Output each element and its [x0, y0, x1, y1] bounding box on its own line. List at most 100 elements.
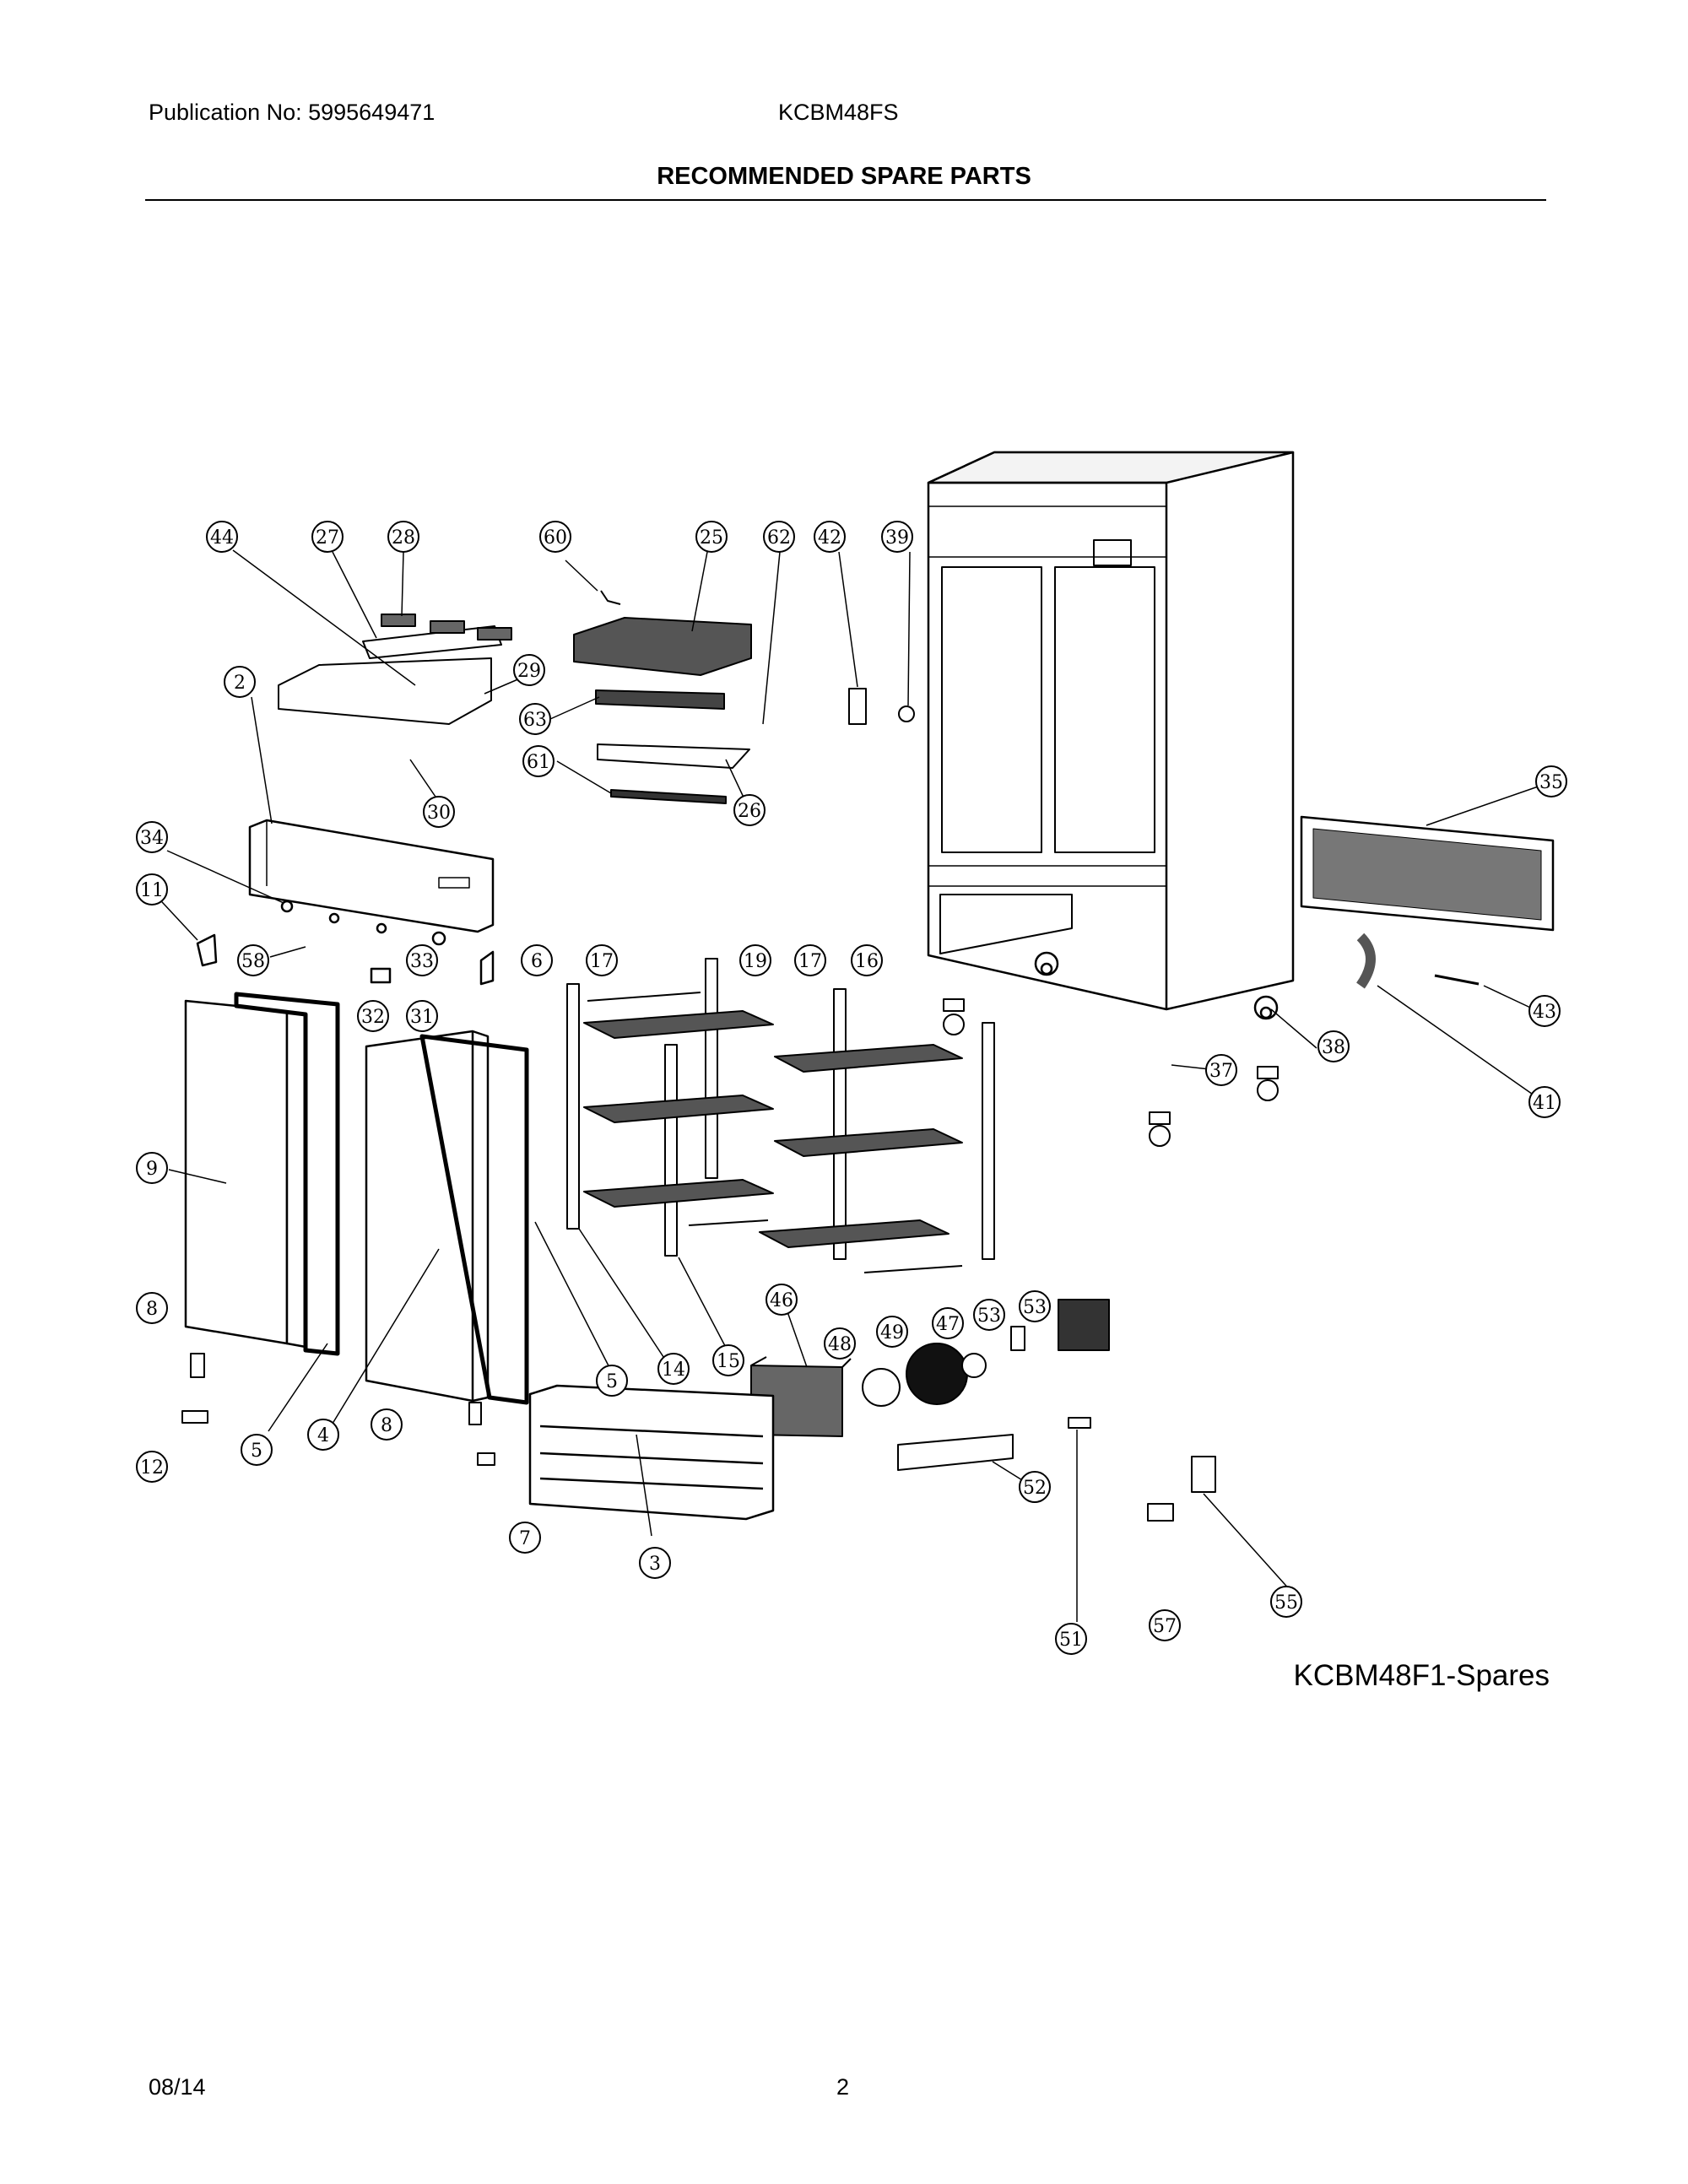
callout-53: 53 — [973, 1299, 1005, 1331]
svg-text:17: 17 — [590, 951, 614, 972]
svg-text:39: 39 — [885, 527, 909, 549]
svg-text:52: 52 — [1023, 1478, 1047, 1499]
svg-text:25: 25 — [700, 527, 723, 549]
svg-text:28: 28 — [392, 527, 415, 549]
callout-51: 51 — [1055, 1623, 1087, 1655]
callout-4: 4 — [307, 1419, 339, 1451]
callout-16: 16 — [851, 944, 883, 976]
callout-32: 32 — [357, 1000, 389, 1032]
callout-55: 55 — [1270, 1586, 1302, 1618]
publication-number: Publication No: 5995649471 — [149, 100, 436, 125]
callout-30: 30 — [423, 796, 455, 828]
callout-31: 31 — [406, 1000, 438, 1032]
svg-text:8: 8 — [381, 1415, 392, 1436]
callout-33: 33 — [406, 944, 438, 976]
part-callouts: 44 27 28 60 25 62 42 39 2 29 63 61 26 30… — [136, 521, 1567, 1655]
svg-text:8: 8 — [146, 1299, 158, 1320]
callout-3: 3 — [639, 1547, 671, 1579]
svg-text:29: 29 — [517, 661, 541, 682]
svg-text:5: 5 — [606, 1371, 618, 1392]
callout-63: 63 — [519, 703, 551, 735]
callout-44: 44 — [206, 521, 238, 553]
svg-text:46: 46 — [770, 1290, 793, 1311]
svg-text:61: 61 — [527, 752, 550, 773]
svg-text:7: 7 — [519, 1528, 531, 1549]
callout-11: 11 — [136, 873, 168, 905]
callout-8: 8 — [136, 1292, 168, 1324]
diagram-name: KCBM48F1-Spares — [1293, 1659, 1550, 1692]
front-louvre-panel — [528, 1384, 775, 1521]
callout-9: 9 — [136, 1152, 168, 1184]
callout-15: 15 — [712, 1344, 744, 1376]
svg-text:53: 53 — [977, 1306, 1001, 1327]
callout-5: 5 — [596, 1365, 628, 1397]
callout-42: 42 — [814, 521, 846, 553]
callout-37: 37 — [1205, 1054, 1237, 1086]
svg-text:16: 16 — [855, 951, 879, 972]
callout-58: 58 — [237, 944, 269, 976]
page-title: RECOMMENDED SPARE PARTS — [657, 163, 1031, 190]
svg-text:62: 62 — [767, 527, 791, 549]
svg-text:26: 26 — [738, 801, 761, 822]
svg-text:17: 17 — [798, 951, 822, 972]
svg-text:6: 6 — [531, 951, 543, 972]
callout-48: 48 — [824, 1327, 856, 1360]
condensing-unit — [750, 1299, 1110, 1471]
svg-text:12: 12 — [140, 1457, 164, 1479]
callout-41: 41 — [1528, 1086, 1561, 1118]
svg-text:37: 37 — [1209, 1061, 1233, 1082]
svg-text:30: 30 — [427, 803, 451, 824]
svg-text:5: 5 — [251, 1441, 262, 1462]
svg-text:14: 14 — [662, 1360, 685, 1381]
leader-lines — [151, 549, 1549, 1622]
svg-text:31: 31 — [410, 1007, 434, 1028]
svg-text:19: 19 — [744, 951, 767, 972]
model-number: KCBM48FS — [778, 100, 899, 125]
callout-17b: 17 — [794, 944, 826, 976]
svg-text:63: 63 — [523, 710, 547, 731]
callout-26: 26 — [733, 794, 766, 826]
evaporator-assembly — [278, 590, 915, 804]
rear-grille — [1300, 815, 1555, 932]
svg-text:41: 41 — [1533, 1093, 1556, 1114]
callout-19: 19 — [739, 944, 771, 976]
svg-text:44: 44 — [210, 527, 234, 549]
svg-text:57: 57 — [1153, 1616, 1177, 1637]
callout-52: 52 — [1019, 1471, 1051, 1503]
callout-62: 62 — [763, 521, 795, 553]
casters — [943, 998, 1279, 1147]
svg-text:3: 3 — [649, 1554, 661, 1575]
svg-text:33: 33 — [410, 951, 434, 972]
callout-8b: 8 — [371, 1408, 403, 1441]
callout-27: 27 — [311, 521, 344, 553]
svg-text:11: 11 — [140, 880, 164, 901]
svg-text:15: 15 — [717, 1351, 740, 1372]
svg-text:53: 53 — [1023, 1297, 1047, 1318]
callout-38: 38 — [1317, 1030, 1350, 1062]
callout-5b: 5 — [241, 1434, 273, 1466]
svg-text:58: 58 — [241, 951, 265, 972]
page-number: 2 — [836, 2074, 850, 2100]
misc-parts — [181, 933, 1480, 1522]
callout-29: 29 — [513, 654, 545, 686]
callout-57: 57 — [1149, 1609, 1181, 1641]
callout-25: 25 — [695, 521, 728, 553]
callout-61: 61 — [522, 745, 555, 777]
callout-53b: 53 — [1019, 1290, 1051, 1322]
cabinet-body — [927, 451, 1295, 1020]
svg-text:27: 27 — [316, 527, 339, 549]
callout-39: 39 — [881, 521, 913, 553]
callout-34: 34 — [136, 821, 168, 853]
svg-text:60: 60 — [544, 527, 567, 549]
svg-text:42: 42 — [818, 527, 841, 549]
callout-43: 43 — [1528, 995, 1561, 1027]
svg-text:43: 43 — [1533, 1002, 1556, 1023]
svg-text:4: 4 — [317, 1425, 329, 1446]
svg-text:47: 47 — [936, 1314, 960, 1335]
shelving — [566, 958, 995, 1273]
callout-60: 60 — [539, 521, 571, 553]
right-door — [365, 1030, 529, 1405]
svg-text:9: 9 — [146, 1159, 158, 1180]
callout-47: 47 — [932, 1307, 964, 1339]
callout-2: 2 — [224, 666, 256, 698]
